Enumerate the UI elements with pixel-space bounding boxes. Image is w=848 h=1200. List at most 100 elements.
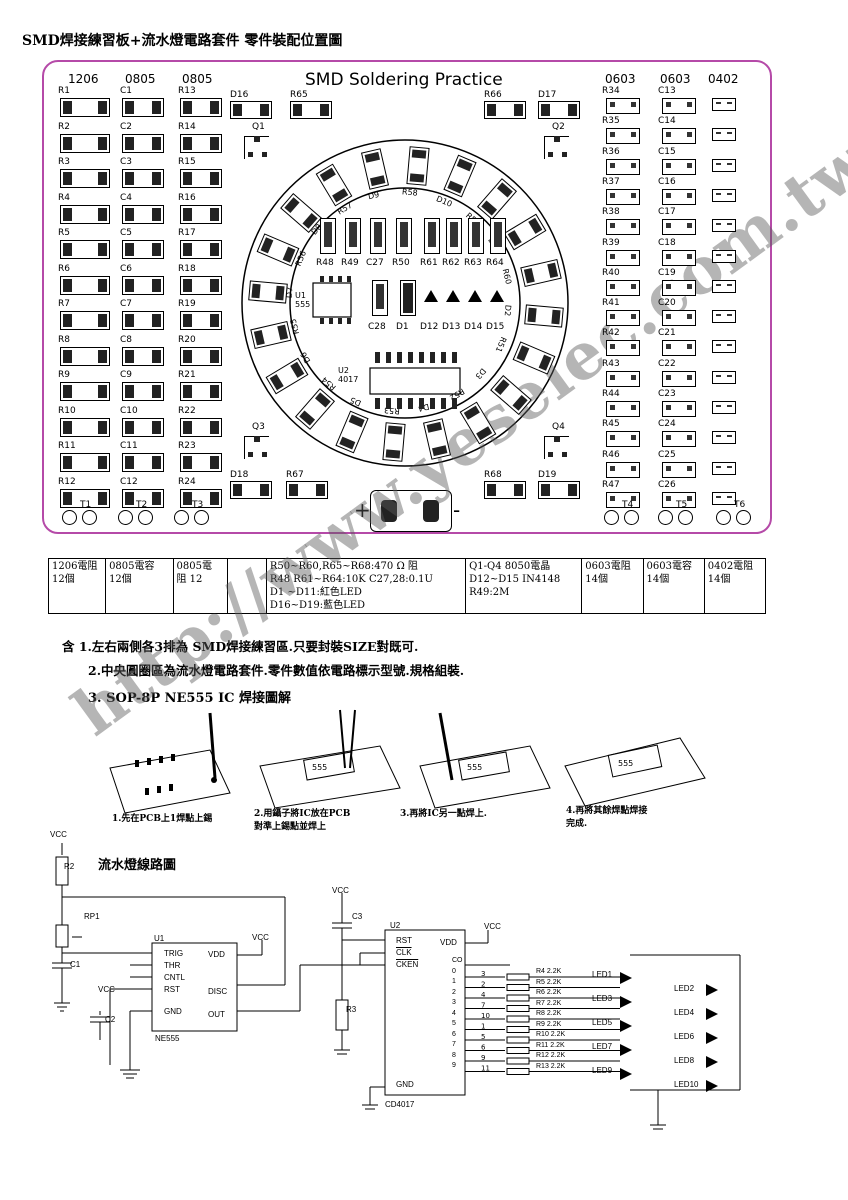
u2-pin-label: 3 [452,999,456,1006]
smd-pad [662,158,696,175]
terminal-hole [62,510,77,525]
part-label: R37 [602,176,620,187]
pad-terminal [494,379,510,396]
pad-terminal [125,314,134,327]
smd-pad [662,219,696,236]
power-pad-plus [381,500,397,522]
terminal-label: T2 [136,500,148,510]
pad-terminal [253,330,265,346]
table-cell: 0805電容 12個 [105,558,174,614]
pad-terminal [374,222,379,247]
pad-terminal [183,207,192,221]
resistor-label: R11 2.2K [536,1041,565,1049]
smd-pad [180,275,222,295]
pad-terminal [687,102,692,107]
terminal-hole [174,510,189,525]
table-cell: Q1-Q4 8050電晶 D12~D15 IN4148 R49:2M [465,558,583,614]
center-pad [320,218,336,254]
smd-pad [606,128,640,145]
c1-label: C1 [70,960,81,969]
pad-terminal [152,136,161,150]
transistor-pad [554,136,560,142]
center-part-label: C28 [368,322,386,332]
pad-terminal [327,222,332,247]
terminal-hole [194,510,209,525]
u1-outline [312,282,352,318]
led-label: LED6 [674,1032,695,1041]
pad-terminal [666,102,671,107]
pad-terminal [210,420,219,434]
ic-pin [329,276,333,282]
part-label: D16 [230,90,249,100]
pad-terminal [379,284,384,309]
pad-terminal [183,136,192,150]
pad-terminal [687,314,692,320]
terminal-hole [716,510,731,525]
pad-terminal [727,405,732,407]
pad-terminal [666,495,671,501]
resistor-label: R10 2.2K [536,1031,566,1038]
transistor-label: Q3 [252,422,265,432]
diode-symbol [490,290,504,302]
pad-terminal [727,132,732,135]
pad-terminal [98,243,107,256]
smd-pad [606,340,640,357]
part-label: C22 [658,358,676,369]
smd-pad [662,461,696,478]
part-label: R20 [178,334,196,345]
vcc-label-1: VCC [50,830,67,839]
led-label: LED1 [592,970,613,979]
u1-vdd: VDD [208,950,225,959]
pad-terminal [497,182,513,198]
pad-terminal [487,484,496,496]
part-label: R9 [58,370,70,380]
pad-terminal [98,136,107,150]
pad-terminal [716,132,721,135]
pad-terminal [716,102,721,104]
pad-terminal [687,344,692,350]
smd-pad [60,133,110,153]
pin-number: 11 [481,1065,490,1073]
smd-pad-0402 [712,431,736,445]
schematic-title: 流水燈線路圖 [98,858,177,873]
pad-terminal [666,132,671,138]
pad-terminal [666,283,671,289]
r3-label: R3 [346,1005,357,1014]
ic-pin [338,318,342,324]
pad-terminal [260,484,269,496]
u2-gnd: GND [396,1080,414,1089]
led-symbol [620,972,632,984]
ic-pin [397,352,402,363]
pad-terminal [631,465,636,471]
center-part-label: D13 [442,322,461,332]
terminal-hole [118,510,133,525]
resistor [506,1005,530,1012]
center-part-label: R63 [464,258,482,268]
table-cell: 1206電阻 12個 [47,558,107,614]
led-label: LED2 [674,984,695,993]
pad-terminal [289,484,298,496]
resistor-label: R9 2.2K [536,1020,562,1028]
pad-terminal [269,373,284,390]
parts-table: 1206電阻 12個 0805電容 12個 0805電 阻 12 R50~R60… [47,558,767,614]
center-pad [490,218,506,254]
pad-terminal [125,491,134,505]
smd-pad [122,453,164,472]
smd-pad [60,169,110,188]
col-header-0603-cap: 0603 [660,72,691,86]
pad-terminal [387,425,403,436]
part-label: C13 [658,86,676,96]
pad-terminal [687,253,692,259]
pin-number: 7 [481,1002,485,1010]
smd-pad [60,275,110,295]
smd-pad [606,249,640,266]
pad-terminal [349,222,354,247]
pad-terminal [293,104,302,116]
smd-pad [662,279,696,296]
pad-terminal [494,222,499,247]
led-matrix [630,954,741,1130]
pad-terminal [497,222,502,247]
smd-pad-0402 [712,188,736,202]
resistor-label: R5 2.2K [536,978,562,986]
smd-pad [606,401,640,417]
